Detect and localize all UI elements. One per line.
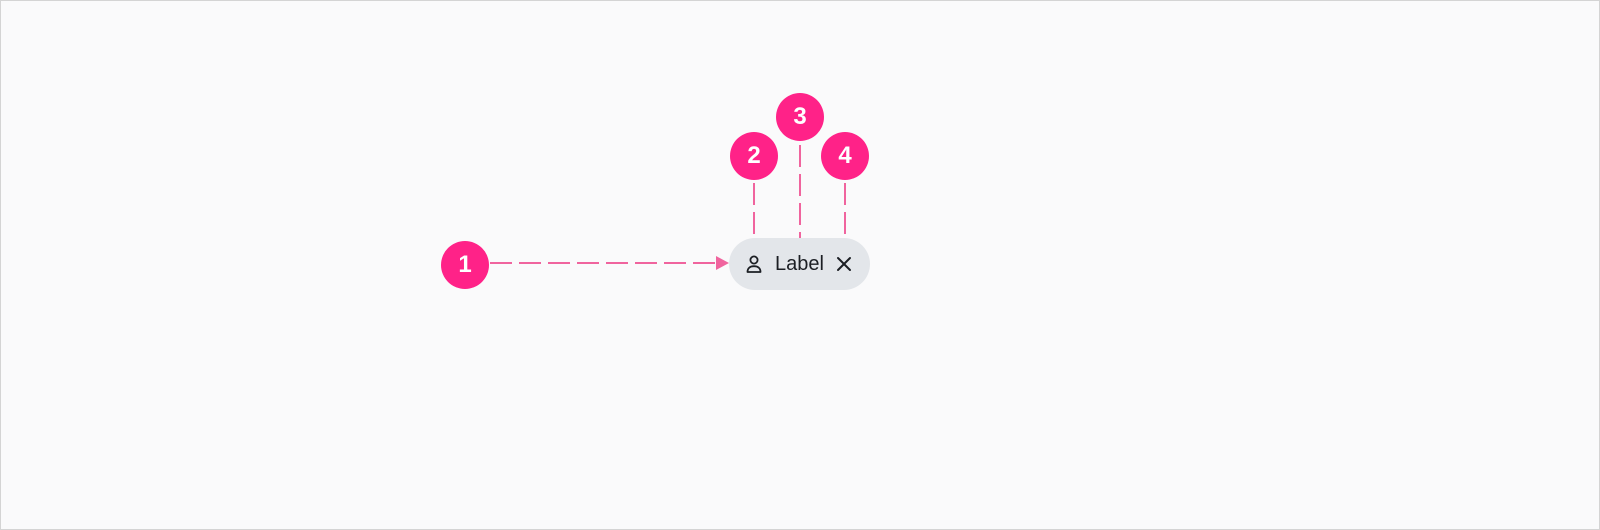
person-icon: [743, 253, 765, 275]
arrowhead-1: [716, 256, 729, 270]
chip-label: Label: [775, 253, 824, 275]
callout-marker-2: 2: [730, 132, 778, 180]
callout-marker-1: 1: [441, 241, 489, 289]
callout-marker-4: 4: [821, 132, 869, 180]
callout-marker-3: 3: [776, 93, 824, 141]
close-icon[interactable]: [833, 253, 855, 275]
input-chip[interactable]: Label: [729, 238, 870, 290]
